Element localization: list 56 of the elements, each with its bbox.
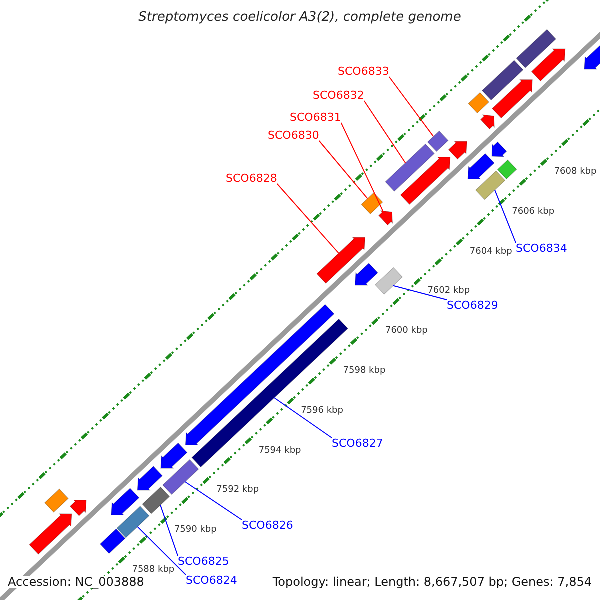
gene-feature	[160, 442, 188, 469]
gene-label: SCO6826	[242, 520, 294, 531]
gene-feature	[480, 114, 495, 130]
scale-label: 7590 kbp	[174, 526, 217, 536]
gene-feature	[475, 170, 506, 200]
leader-line	[160, 504, 178, 556]
accession-text: Accession: NC_003888	[8, 576, 144, 588]
gene-label: SCO6833	[338, 66, 390, 77]
gene-label: SCO6828	[226, 173, 278, 184]
gene-feature	[29, 514, 72, 555]
gene-label: SCO6834	[516, 243, 568, 254]
gene-feature	[316, 237, 366, 284]
gene-label: SCO6832	[313, 90, 364, 101]
gene-label: SCO6824	[186, 575, 238, 586]
leader-line	[340, 122, 384, 212]
leader-line	[388, 76, 434, 138]
scale-label: 7602 kbp	[428, 287, 470, 296]
scale-label: 7592 kbp	[216, 486, 260, 496]
gene-feature	[361, 192, 384, 214]
gene-feature	[137, 466, 163, 491]
scale-label: 7596 kbp	[301, 406, 344, 416]
scale-label: 7600 kbp	[385, 327, 428, 336]
gene-label: SCO6829	[447, 300, 498, 311]
leader-line	[364, 100, 406, 164]
leader-line	[318, 140, 368, 200]
leader-line	[274, 397, 332, 438]
scale-label: 7598 kbp	[343, 366, 386, 376]
gene-feature	[448, 141, 468, 160]
gene-feature	[162, 459, 200, 496]
gene-feature	[354, 263, 378, 286]
scale-label: 7588 kbp	[132, 566, 175, 575]
title: Streptomyces coelicolor A3(2), complete genome	[138, 11, 462, 24]
gene-feature	[142, 486, 170, 514]
genome-summary: Topology: linear; Length: 8,667,507 bp; Genes: 7,854	[272, 576, 592, 588]
gene-feature	[116, 506, 150, 538]
gene-feature	[531, 48, 566, 82]
gene-feature	[492, 142, 508, 158]
leader-line	[184, 482, 242, 520]
gene-feature	[427, 130, 449, 152]
gene-feature	[468, 153, 495, 180]
leader-line	[276, 184, 340, 254]
leader-line	[137, 526, 186, 576]
leader-line	[392, 285, 448, 300]
gene-label: SCO6830	[268, 130, 320, 141]
gene-label: SCO6831	[290, 112, 342, 123]
gene-feature	[378, 210, 394, 226]
gene-feature	[111, 488, 140, 516]
scale-label: 7594 kbp	[258, 446, 302, 456]
gene-feature	[492, 80, 533, 119]
scale-label: 7608 kbp	[554, 168, 597, 178]
gene-feature	[70, 500, 87, 516]
scale-label: 7604 kbp	[470, 248, 512, 257]
gene-feature	[400, 157, 451, 206]
gene-label: SCO6827	[332, 438, 384, 449]
scale-label: 7606 kbp	[512, 208, 555, 217]
gene-label: SCO6825	[178, 556, 230, 567]
